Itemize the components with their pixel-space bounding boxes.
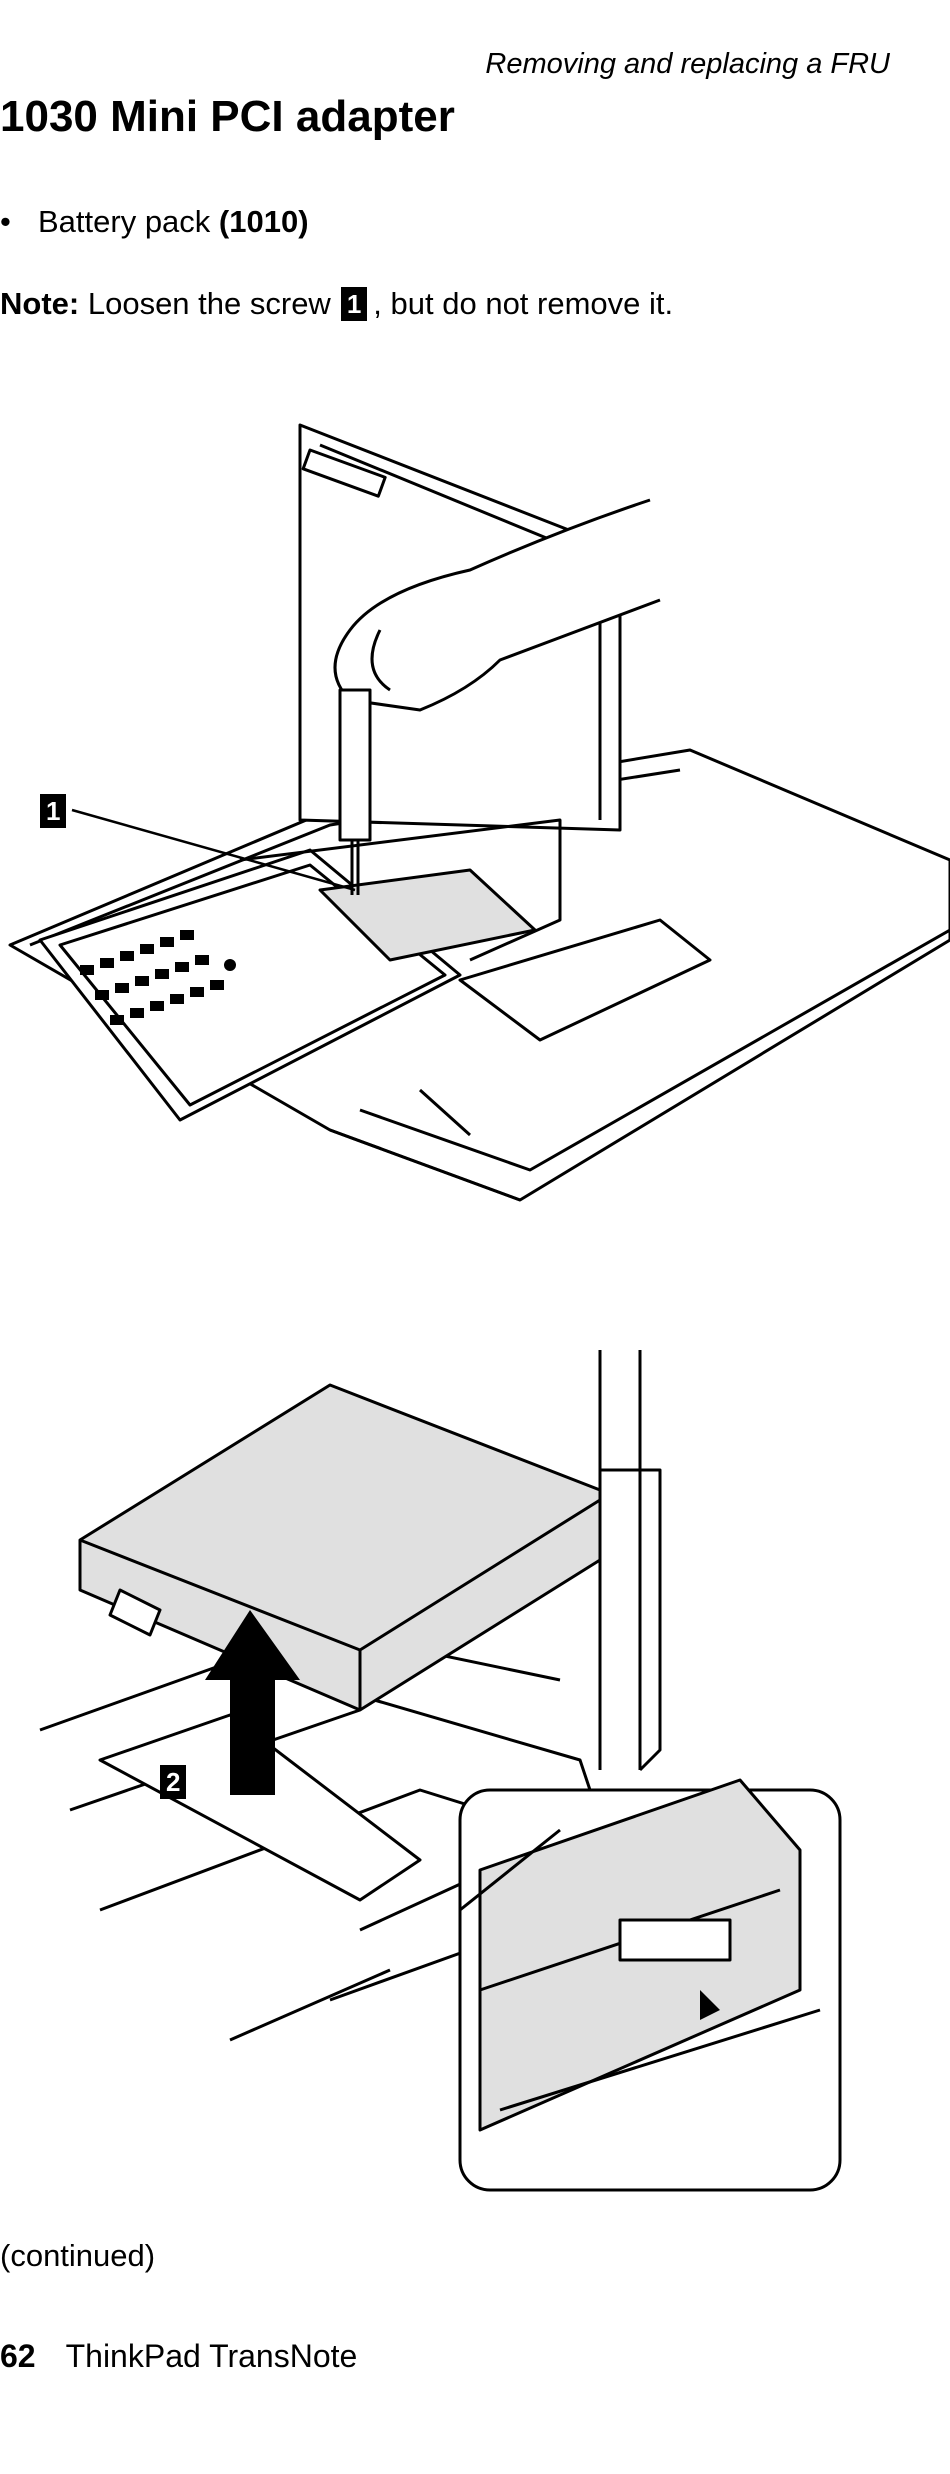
continued-note: (continued) (0, 2238, 156, 2273)
prerequisite-text: Battery pack (38, 204, 219, 239)
figure-loosen-screw: 1 (0, 400, 950, 1230)
figure-loosen-screw-drawing (8, 423, 950, 1202)
book-title: ThinkPad TransNote (65, 2338, 358, 2374)
prerequisite-ref: (1010) (218, 204, 309, 239)
note-text-after: , but do not remove it. (373, 286, 674, 321)
prerequisite-item: • Battery pack (1010) (0, 204, 309, 240)
page-number: 62 (0, 2338, 36, 2374)
figure-callout-2: 2 (160, 1765, 187, 1799)
figure-callout-1: 1 (40, 794, 67, 828)
running-header: Removing and replacing a FRU (485, 48, 890, 80)
note-label: Note: (0, 286, 80, 321)
note-text-before: Loosen the screw (87, 286, 331, 321)
bullet: • (0, 204, 11, 239)
note: Note: Loosen the screw 1, but do not remo… (0, 286, 673, 322)
page-footer: 62 ThinkPad TransNote (0, 2338, 357, 2375)
figure-remove-adapter: 2 (0, 1350, 950, 2210)
figure-remove-adapter-drawing (39, 1350, 842, 2192)
section-title: 1030 Mini PCI adapter (0, 92, 455, 141)
note-callout: 1 (340, 287, 368, 321)
